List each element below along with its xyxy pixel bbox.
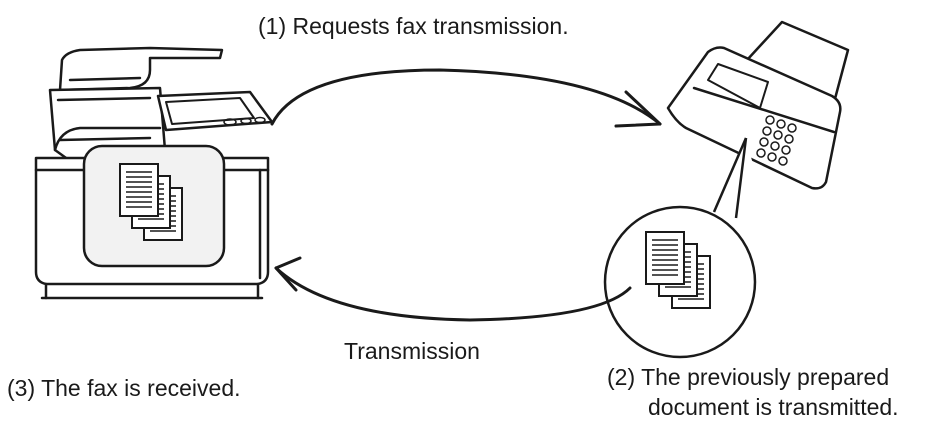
fax-machine-icon: [666, 20, 850, 190]
curved-arrow-right-icon: [270, 68, 662, 128]
transmission-label: Transmission: [344, 338, 480, 364]
curved-arrow-left-icon: [274, 256, 632, 322]
step2-label-line1: (2) The previously prepared: [607, 364, 889, 390]
step1-label: (1) Requests fax transmission.: [258, 13, 569, 39]
step2-label-line2: document is transmitted.: [648, 394, 899, 420]
step3-label: (3) The fax is received.: [7, 375, 241, 401]
